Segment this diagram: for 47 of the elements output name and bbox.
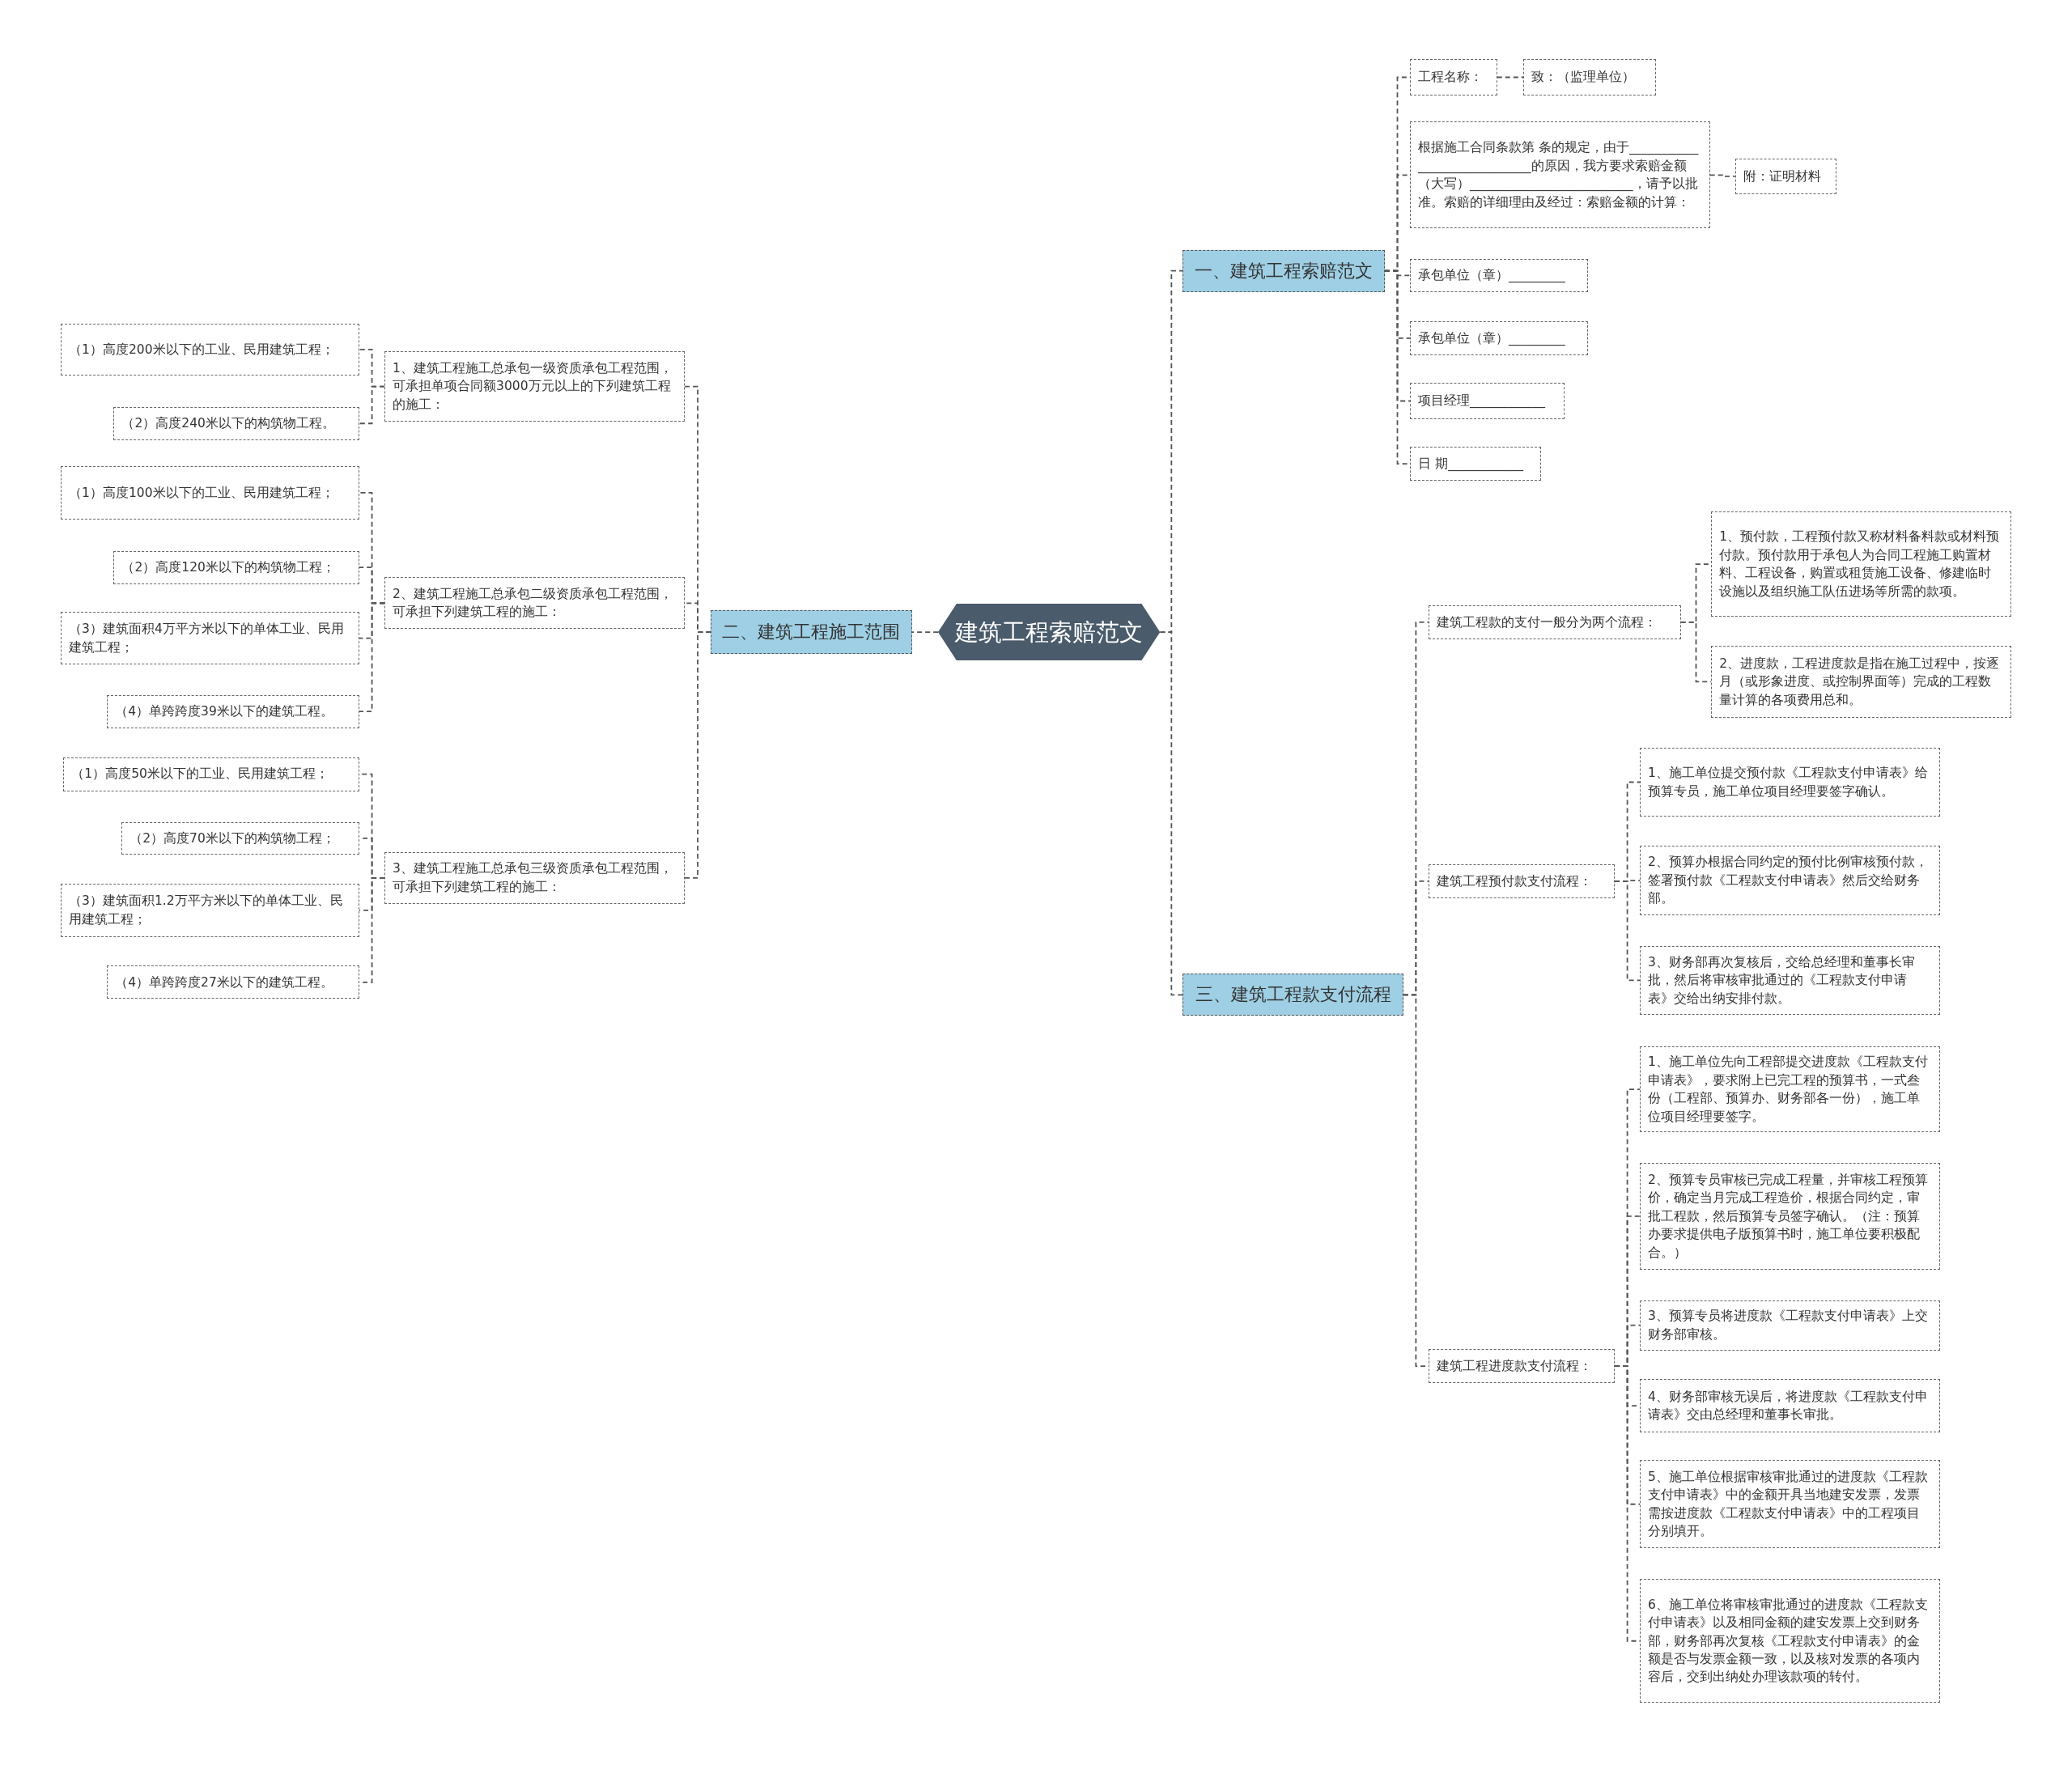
topic-box: 3、建筑工程施工总承包三级资质承包工程范围，可承担下列建筑工程的施工：	[384, 852, 685, 904]
topic-box: 2、预算专员审核已完成工程量，并审核工程预算价，确定当月完成工程造价，根据合同约定，审批工程款，然后预算专员签字确认。（注：预算办要求提供电子版预算书时，施工单位要积极配合。）	[1640, 1162, 1940, 1270]
topic-box: 1、预付款，工程预付款又称材料备料款或材料预付款。预付款用于承包人为合同工程施工购置材料、工程设备，购置或租赁施工设备、修建临时设施以及组织施工队伍进场等所需的款项。	[1711, 511, 2011, 617]
connector-line	[683, 631, 712, 879]
connector-line	[1709, 174, 1736, 177]
branch-topic: 一、建筑工程索赔范文	[1182, 249, 1385, 292]
topic-box: 2、建筑工程施工总承包二级资质承包工程范围，可承担下列建筑工程的施工：	[384, 577, 685, 630]
topic-box: 承包单位（章）_________	[1410, 259, 1589, 292]
topic-box: 建筑工程预付款支付流程：	[1428, 863, 1616, 899]
topic-box: 1、施工单位提交预付款《工程款支付申请表》给预算专员，施工单位项目经理要签字确认。	[1640, 748, 1940, 817]
topic-box: 6、施工单位将审核审批通过的进度款《工程款支付申请表》以及相同金额的建安发票上交到财务部，财务部再次复核《工程款支付申请表》的金额是否与发票金额一致，以及核对发票的各项内容后，交到出纳处办理该款项的转付。	[1640, 1579, 1940, 1703]
topic-box: 3、预算专员将进度款《工程款支付申请表》上交财务部审核。	[1640, 1300, 1940, 1351]
topic-box: 建筑工程进度款支付流程：	[1428, 1348, 1616, 1384]
topic-box: 附：证明材料	[1734, 158, 1837, 194]
branch-topic: 三、建筑工程款支付流程	[1182, 974, 1403, 1016]
topic-box: （4）单跨跨度39米以下的建筑工程。	[107, 694, 360, 728]
topic-box: （1）高度100米以下的工业、民用建筑工程；	[61, 466, 360, 520]
branch-topic: 二、建筑工程施工范围	[711, 610, 912, 655]
connector-line	[359, 602, 385, 713]
topic-box: （3）建筑面积4万平方米以下的单体工业、民用建筑工程；	[61, 611, 360, 665]
topic-box: 2、预算办根据合同约定的预付比例审核预付款，签署预付款《工程款支付申请表》然后交给财务部。	[1640, 845, 1940, 916]
topic-box: 日 期____________	[1410, 446, 1541, 482]
topic-box: （3）建筑面积1.2万平方米以下的单体工业、民用建筑工程；	[61, 884, 360, 937]
connector-line	[359, 385, 385, 425]
topic-box: 3、财务部再次复核后，交给总经理和董事长审批，然后将审核审批通过的《工程款支付申请表》交给出纳安排付款。	[1640, 945, 1940, 1015]
topic-box: （2）高度120米以下的构筑物工程；	[113, 550, 360, 584]
central-topic: 建筑工程索赔范文	[938, 604, 1161, 661]
connector-line	[1614, 880, 1641, 982]
topic-box: （4）单跨跨度27米以下的建筑工程。	[107, 965, 360, 999]
topic-box: 根据施工合同条款第 条的规定，由于_____________________________的原因，我方要求索赔金额（大写）__________________________，请予以批准。索赔的详细理由及经过：索赔金额的计算：	[1410, 121, 1710, 229]
topic-box: （2）高度70米以下的构筑物工程；	[121, 821, 360, 855]
connector-line	[1159, 631, 1184, 996]
topic-box: （2）高度240米以下的构筑物工程。	[113, 406, 360, 440]
topic-box: 1、建筑工程施工总承包一级资质承包工程范围，可承担单项合同额3000万元以上的下列建筑工程的施工：	[384, 351, 685, 422]
topic-box: （1）高度200米以下的工业、民用建筑工程；	[61, 324, 360, 375]
topic-box: 2、进度款，工程进度款是指在施工过程中，按逐月（或形象进度、或控制界面等）完成的工程数量计算的各项费用总和。	[1711, 646, 2011, 718]
topic-box: 建筑工程款的支付一般分为两个流程：	[1428, 605, 1681, 640]
topic-box: 项目经理____________	[1410, 383, 1565, 419]
topic-box: 工程名称：	[1410, 59, 1497, 95]
connector-line	[1496, 76, 1525, 78]
topic-box: 4、财务部审核无误后，将进度款《工程款支付申请表》交由总经理和董事长审批。	[1640, 1379, 1940, 1432]
topic-box: 承包单位（章）_________	[1410, 320, 1589, 356]
topic-box: 5、施工单位根据审核审批通过的进度款《工程款支付申请表》中的金额开具当地建安发票，发票需按进度款《工程款支付申请表》中的工程项目分别填开。	[1640, 1460, 1940, 1549]
topic-box: 1、施工单位先向工程部提交进度款《工程款支付申请表》，要求附上已完工程的预算书，一式叁份（工程部、预算办、财务部各一份），施工单位项目经理要签字。	[1640, 1046, 1940, 1133]
topic-box: （1）高度50米以下的工业、民用建筑工程；	[63, 757, 360, 791]
topic-box: 致：（监理单位）	[1523, 59, 1656, 95]
connector-line	[911, 631, 940, 634]
